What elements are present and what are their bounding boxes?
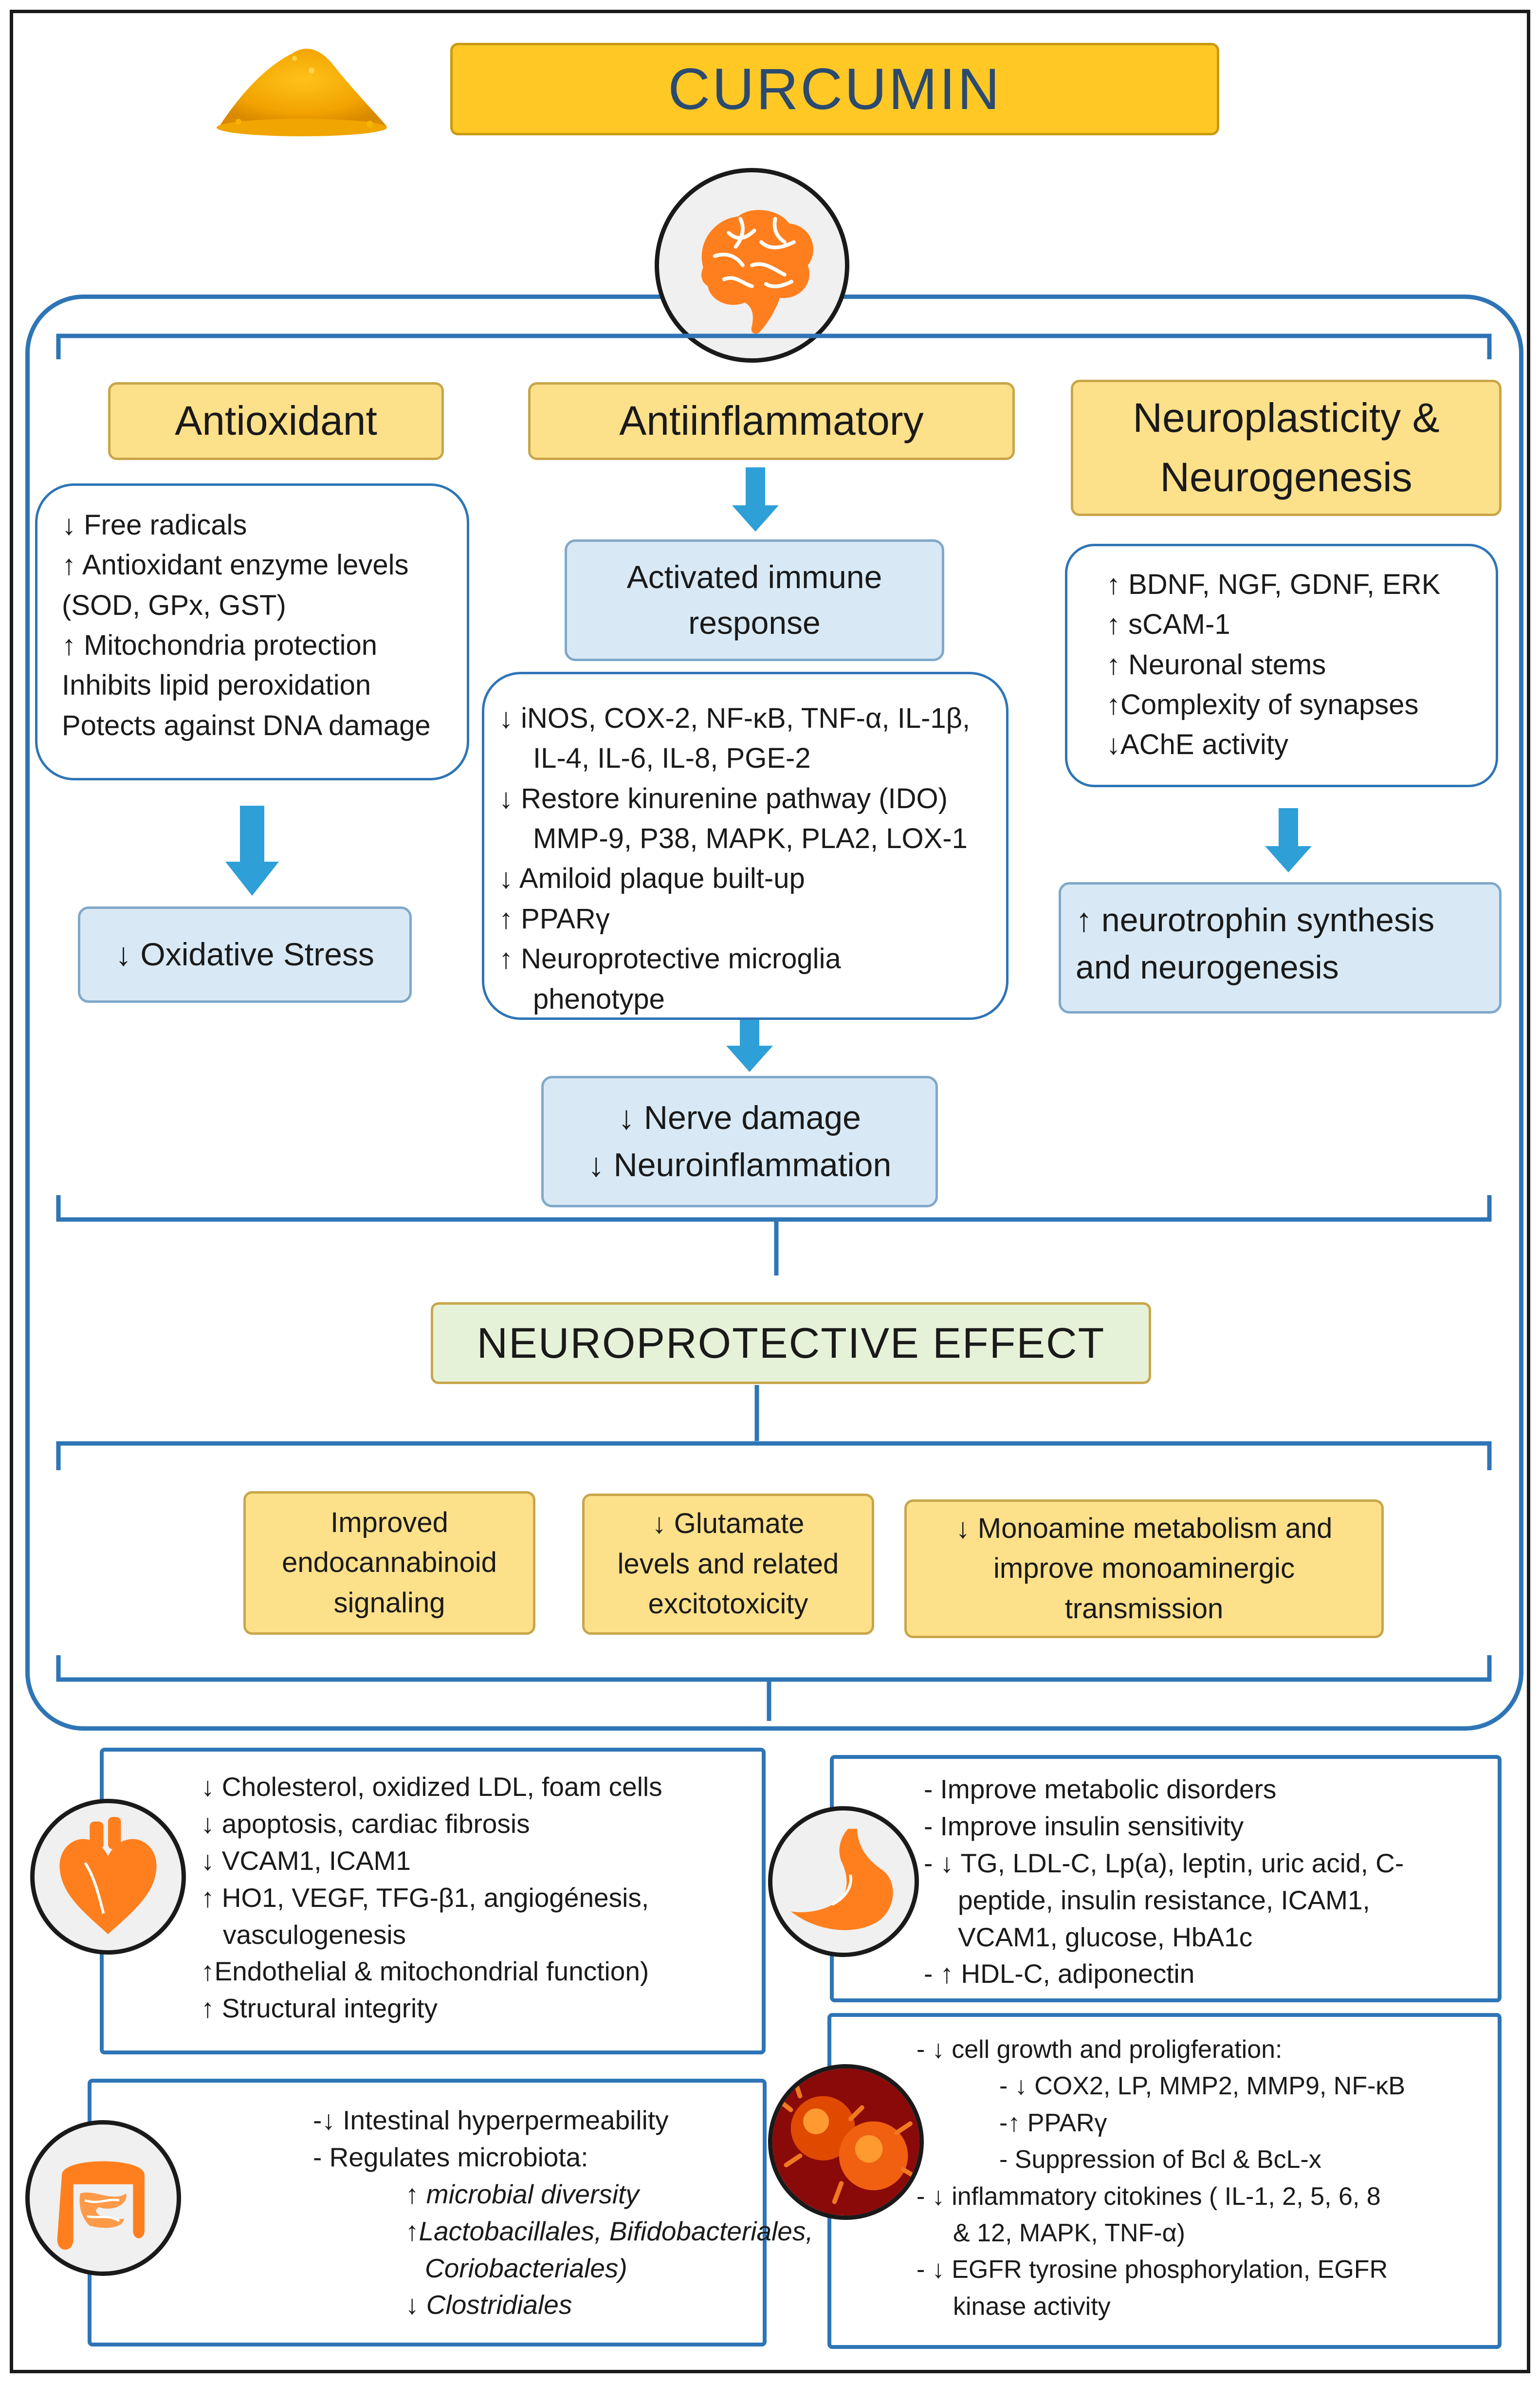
antiinflammatory-effects-box: ↓ iNOS, COX-2, NF-κB, TNF-α, IL-1β, IL-4…: [482, 672, 1008, 1020]
middle-brace: [56, 1195, 1492, 1275]
brain-icon: [701, 210, 813, 334]
nerve-damage-box: ↓ Nerve damage ↓ Neuroinflammation: [541, 1076, 938, 1207]
stomach-circle: [768, 1806, 919, 1957]
cancer-effects-panel: - ↓ cell growth and proligferation: - ↓ …: [827, 2013, 1502, 2349]
intestine-effects-panel: -↓ Intestinal hyperpermeability - Regula…: [88, 2079, 813, 2346]
title-box: CURCUMIN: [450, 43, 1219, 135]
figure-frame: [10, 10, 1530, 2373]
mechanism-box: ↓ Glutamate levels and related excitotox…: [582, 1494, 874, 1635]
lower-brace: [56, 1385, 1492, 1470]
down-arrow-icon: [732, 467, 779, 532]
immune-response-box: Activated immune response: [565, 539, 944, 661]
neurotrophin-box: ↑ neurotrophin synthesis and neurogenesi…: [1059, 882, 1502, 1014]
brain-circle: [655, 168, 849, 363]
antioxidant-effects-box: ↓ Free radicals ↑ Antioxidant enzyme lev…: [35, 483, 469, 780]
turmeric-powder-icon: [217, 49, 387, 136]
page-title: CURCUMIN: [668, 56, 1002, 122]
heart-icon: [59, 1817, 157, 1934]
intestine-icon: [57, 2161, 145, 2250]
down-arrow-icon: [1265, 808, 1312, 872]
antioxidant-heading: Antioxidant: [108, 382, 444, 460]
cancer-cells-icon: [772, 2069, 919, 2216]
oxidative-stress-box: ↓ Oxidative Stress: [78, 906, 412, 1003]
neuroplasticity-heading: Neuroplasticity & Neurogenesis: [1071, 380, 1502, 516]
bottom-brace: [56, 1655, 1492, 1721]
neuroprotective-effect-box: NEUROPROTECTIVE EFFECT: [431, 1302, 1151, 1384]
neuroplasticity-effects-box: ↑ BDNF, NGF, GDNF, ERK ↑ sCAM-1 ↑ Neuron…: [1065, 544, 1498, 787]
mechanism-box: ↓ Monoamine metabolism and improve monoa…: [904, 1499, 1384, 1638]
intestine-circle: [25, 2120, 181, 2276]
stomach-icon: [790, 1829, 893, 1930]
top-brace: [56, 333, 1492, 359]
down-arrow-icon: [225, 806, 279, 896]
heart-circle: [30, 1799, 186, 1955]
heart-effects-panel: ↓ Cholesterol, oxidized LDL, foam cells …: [100, 1748, 766, 2054]
antiinflammatory-heading: Antiinflammatory: [528, 382, 1015, 460]
cancer-circle: [768, 2064, 924, 2220]
mechanism-box: Improved endocannabinoid signaling: [243, 1491, 535, 1635]
metabolic-effects-panel: - Improve metabolic disorders - Improve …: [830, 1755, 1502, 2002]
down-arrow-icon: [726, 1008, 773, 1072]
